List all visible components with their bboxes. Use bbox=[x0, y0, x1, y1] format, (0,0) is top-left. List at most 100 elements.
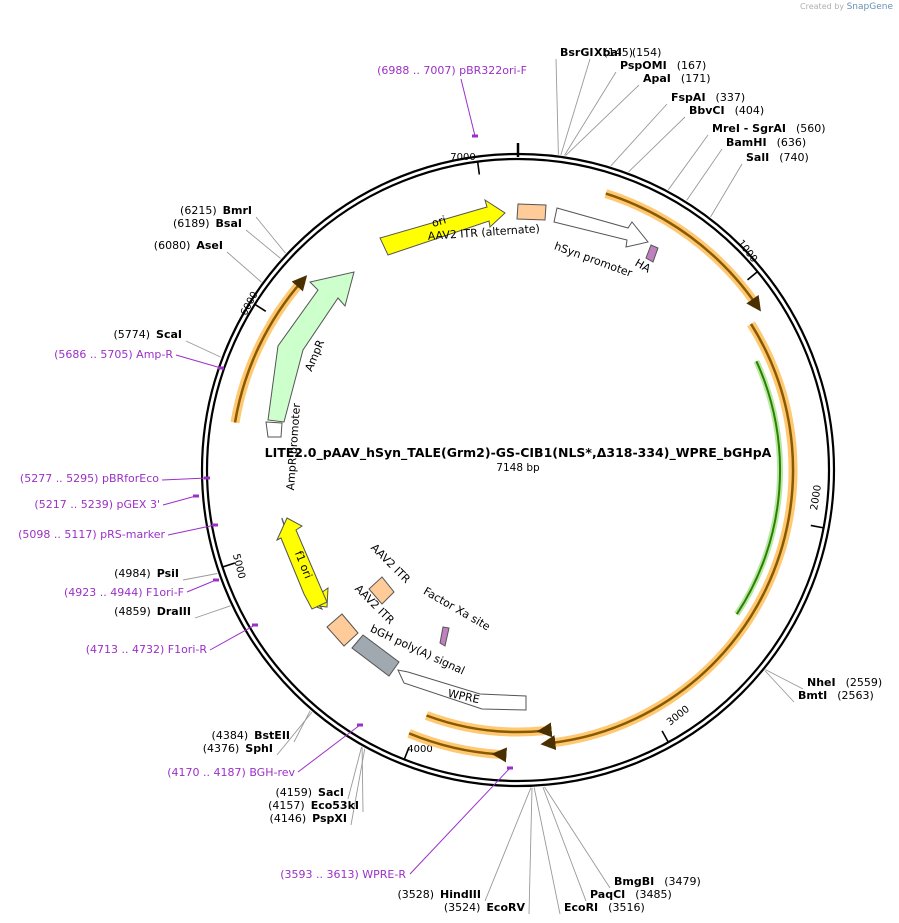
scale-tick bbox=[403, 747, 410, 760]
enzyme-name: EcoRI bbox=[564, 901, 598, 914]
enzyme-site[interactable]: SphI(4376) bbox=[203, 742, 273, 755]
primer-leader-line bbox=[409, 767, 511, 875]
enzyme-position: (3516) bbox=[608, 901, 645, 914]
cds-arc-top bbox=[604, 189, 761, 312]
enzyme-name: BsaI bbox=[216, 217, 242, 230]
primer-annotation[interactable]: (5217 .. 5239) pGEX 3' bbox=[34, 494, 199, 512]
enzyme-site[interactable]: SacI(4159) bbox=[275, 786, 344, 799]
primer-leader-line bbox=[209, 624, 256, 651]
snapgene-brand: SnapGene bbox=[846, 2, 893, 12]
enzyme-site[interactable]: PsiI(4984) bbox=[114, 567, 179, 580]
enzyme-site[interactable]: FspAI(337) bbox=[671, 91, 745, 104]
enzyme-leader-line bbox=[182, 573, 218, 581]
primer-leader-line bbox=[175, 354, 222, 369]
primer-annotation[interactable]: (4170 .. 4187) BGH-rev bbox=[167, 723, 363, 780]
enzyme-position: (2559) bbox=[846, 676, 883, 689]
enzyme-leader-line bbox=[245, 229, 281, 259]
enzyme-site[interactable]: HindIII (3528) bbox=[397, 888, 481, 901]
enzyme-position: (167) bbox=[677, 59, 707, 72]
enzyme-site[interactable]: MreI - SgrAI(560) bbox=[712, 122, 826, 135]
enzyme-position: (4376) bbox=[203, 742, 240, 755]
enzyme-site[interactable]: ScaI(5774) bbox=[113, 328, 182, 341]
enzyme-position: (2563) bbox=[837, 689, 874, 702]
primer-leader-line bbox=[186, 579, 217, 593]
green-feature-body bbox=[735, 360, 781, 615]
enzyme-site[interactable]: BmrI(6215) bbox=[180, 204, 252, 217]
enzyme-name: HindIII bbox=[440, 888, 481, 901]
enzyme-position: (6215) bbox=[180, 204, 217, 217]
enzyme-site[interactable]: Eco53kI(4157) bbox=[268, 799, 359, 812]
cds-arc-right-halo bbox=[547, 321, 798, 748]
cds-arc-left-body bbox=[233, 275, 308, 423]
cds-arc-right bbox=[540, 321, 798, 751]
primer-annotation[interactable]: (5277 .. 5295) pBRforEco bbox=[20, 472, 210, 485]
enzyme-leader-line bbox=[542, 786, 587, 902]
enzyme-name: NheI bbox=[807, 676, 836, 689]
enzyme-position: (154) bbox=[632, 46, 662, 59]
primer-leader-line bbox=[162, 495, 197, 506]
enzyme-position: (3524) bbox=[444, 901, 481, 914]
enzyme-site[interactable]: XbaI(154) bbox=[594, 46, 661, 59]
enzyme-site[interactable]: AseI(6080) bbox=[154, 239, 223, 252]
primer-annotation[interactable]: (5098 .. 5117) pRS-marker bbox=[18, 523, 218, 542]
enzyme-position: (560) bbox=[796, 122, 826, 135]
enzyme-site[interactable]: BamHI(636) bbox=[726, 136, 806, 149]
enzyme-position: (3528) bbox=[397, 888, 434, 901]
enzyme-site[interactable]: EcoRV (3524) bbox=[444, 901, 526, 914]
primer-annotation[interactable]: (5686 .. 5705) Amp-R bbox=[54, 348, 224, 370]
aav2-itr-label-upper: AAV2 ITR bbox=[368, 541, 413, 586]
enzyme-leader-line bbox=[565, 84, 640, 156]
enzyme-leader-line bbox=[544, 786, 611, 889]
enzyme-site[interactable]: BstEII(4384) bbox=[212, 729, 290, 742]
enzyme-leader-line bbox=[765, 669, 804, 690]
enzyme-position: (3479) bbox=[664, 875, 701, 888]
plasmid-name: LITE2.0_pAAV_hSyn_TALE(Grm2)-GS-CIB1(NLS… bbox=[265, 445, 772, 461]
enzyme-name: FspAI bbox=[671, 91, 706, 104]
scale-tick bbox=[661, 730, 670, 743]
enzyme-site[interactable]: ApaI(171) bbox=[643, 72, 711, 85]
enzyme-position: (145) bbox=[603, 46, 633, 59]
enzyme-leader-lines bbox=[182, 58, 804, 915]
cds-arc-bottom-inner bbox=[424, 711, 553, 738]
enzyme-site[interactable]: BbvCI(404) bbox=[689, 104, 764, 117]
primer-annotation[interactable]: (4923 .. 4944) F1ori-F bbox=[64, 578, 219, 600]
enzyme-leader-line bbox=[293, 710, 311, 743]
primer-label: (5277 .. 5295) pBRforEco bbox=[20, 472, 159, 485]
enzyme-leader-line bbox=[194, 605, 231, 619]
enzyme-site[interactable]: BsaI(6189) bbox=[173, 217, 242, 230]
primer-mark bbox=[252, 623, 258, 627]
primer-annotation[interactable]: (6988 .. 7007) pBR322ori-F bbox=[377, 64, 527, 138]
enzyme-site[interactable]: BmgBI(3479) bbox=[614, 875, 701, 888]
cds-arc-top-body bbox=[605, 192, 761, 312]
enzyme-name: EcoRV bbox=[486, 901, 525, 914]
enzyme-site[interactable]: SalI(740) bbox=[746, 151, 809, 164]
enzyme-site[interactable]: PspOMI(167) bbox=[620, 59, 706, 72]
f1-ori-arrow bbox=[275, 517, 328, 610]
enzyme-labels: BsrGI(145)XbaI(154)PspOMI(167)ApaI(171) F… bbox=[113, 46, 882, 914]
enzyme-position: (5774) bbox=[113, 328, 150, 341]
primer-mark bbox=[213, 578, 219, 582]
scale-tick-label: 7000 bbox=[450, 152, 475, 163]
enzyme-site[interactable]: PspXI(4146) bbox=[270, 812, 347, 825]
primer-leader-line bbox=[167, 524, 216, 536]
enzyme-site[interactable]: NheI (2559) bbox=[807, 676, 882, 689]
aav2-itr-box-lower bbox=[326, 613, 359, 647]
enzyme-leader-line bbox=[764, 670, 795, 703]
enzyme-site[interactable]: BsrGI(145) bbox=[560, 46, 633, 59]
enzyme-leader-line bbox=[667, 134, 709, 191]
enzyme-site[interactable]: BmtI(2563) bbox=[798, 689, 874, 702]
primer-annotation[interactable]: (3593 .. 3613) WPRE-R bbox=[280, 766, 513, 882]
scale-tick bbox=[476, 161, 481, 175]
enzyme-site[interactable]: EcoRI (3516) bbox=[564, 901, 645, 914]
enzyme-site[interactable]: DraIII(4859) bbox=[114, 605, 191, 618]
primer-annotation[interactable]: (4713 .. 4732) F1ori-R bbox=[86, 623, 258, 657]
enzyme-leader-line bbox=[255, 216, 286, 254]
enzyme-leader-line bbox=[528, 787, 533, 915]
enzyme-site[interactable]: PaqCI(3485) bbox=[590, 888, 672, 901]
enzyme-position: (171) bbox=[681, 72, 711, 85]
scale-tick bbox=[746, 270, 759, 281]
scale-tick-label: 4000 bbox=[407, 744, 432, 755]
enzyme-position: (4384) bbox=[212, 729, 249, 742]
enzyme-leader-line bbox=[361, 747, 364, 813]
